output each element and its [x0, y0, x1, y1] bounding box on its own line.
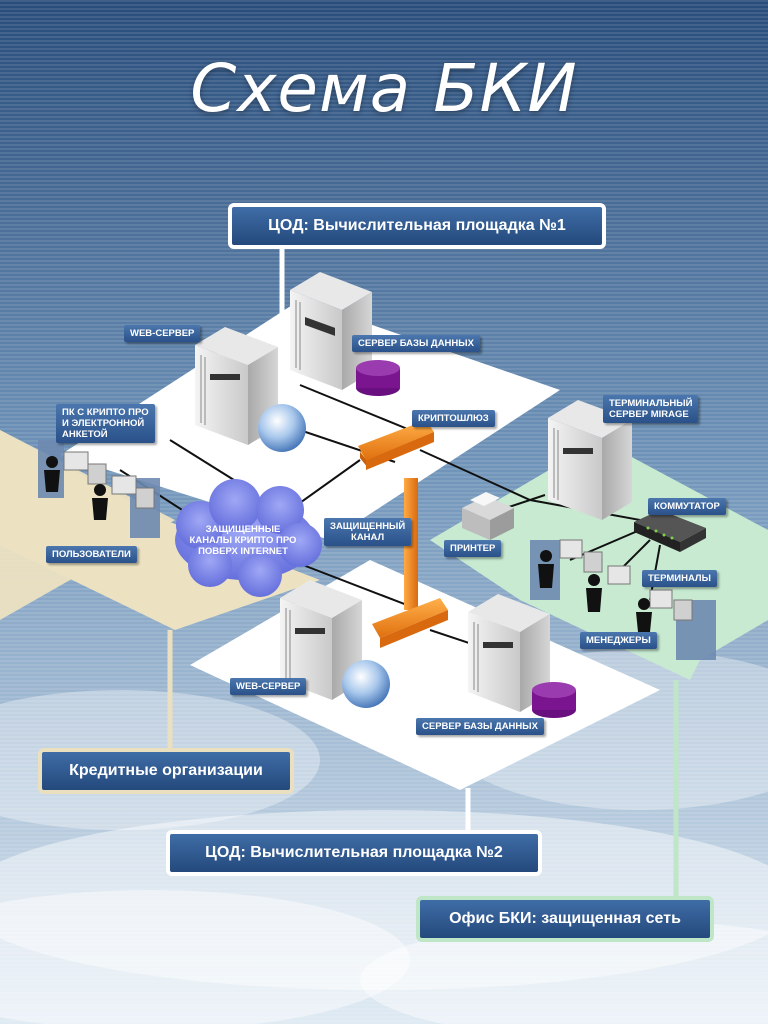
internet-globe-1 — [258, 404, 306, 452]
label-crypto-gateway: КРИПТОШЛЮЗ — [412, 410, 495, 427]
label-db-server-2: СЕРВЕР БАЗЫ ДАННЫХ — [416, 718, 544, 735]
label-cloud: ЗАЩИЩЕННЫЕ КАНАЛЫ КРИПТО ПРО ПОВЕРХ INTE… — [189, 524, 297, 557]
terminal-server-mirage — [548, 400, 632, 520]
printer-device — [462, 492, 514, 540]
label-managers: МЕНЕДЖЕРЫ — [580, 632, 657, 649]
internet-cloud — [175, 479, 322, 597]
label-web-server-2: WEB-СЕРВЕР — [230, 678, 307, 695]
network-switch — [634, 510, 706, 552]
label-db-server-1: СЕРВЕР БАЗЫ ДАННЫХ — [352, 335, 480, 352]
label-terminal-server: ТЕРМИНАЛЬНЫЙ СЕРВЕР MIRAGE — [603, 395, 699, 423]
users-workstations — [38, 440, 160, 538]
label-terminals: ТЕРМИНАЛЫ — [642, 570, 717, 587]
db-cylinder-1 — [356, 360, 400, 396]
label-printer: ПРИНТЕР — [444, 540, 502, 557]
managers-workstations — [530, 539, 716, 660]
crypto-gateway-bottom — [372, 598, 448, 648]
zone-label-dc1: ЦОД: Вычислительная площадка №1 — [228, 203, 606, 249]
label-secure-channel: ЗАЩИЩЕННЫЙ КАНАЛ — [324, 518, 412, 546]
zone-label-office: Офис БКИ: защищенная сеть — [416, 896, 714, 942]
label-users: ПОЛЬЗОВАТЕЛИ — [46, 546, 137, 563]
zone-label-credit: Кредитные организации — [38, 748, 294, 794]
label-pc-crypto: ПК С КРИПТО ПРО И ЭЛЕКТРОННОЙ АНКЕТОЙ — [56, 404, 155, 443]
zone-label-dc2: ЦОД: Вычислительная площадка №2 — [166, 830, 542, 876]
page-title: Схема БКИ — [190, 50, 578, 127]
web-server-2 — [280, 580, 362, 700]
crypto-gateway-top — [358, 420, 434, 470]
internet-globe-2 — [342, 660, 390, 708]
db-cylinder-2 — [532, 682, 576, 718]
label-web-server-1: WEB-СЕРВЕР — [124, 325, 201, 342]
label-switch: КОММУТАТОР — [648, 498, 726, 515]
dc1-platform — [60, 300, 560, 540]
